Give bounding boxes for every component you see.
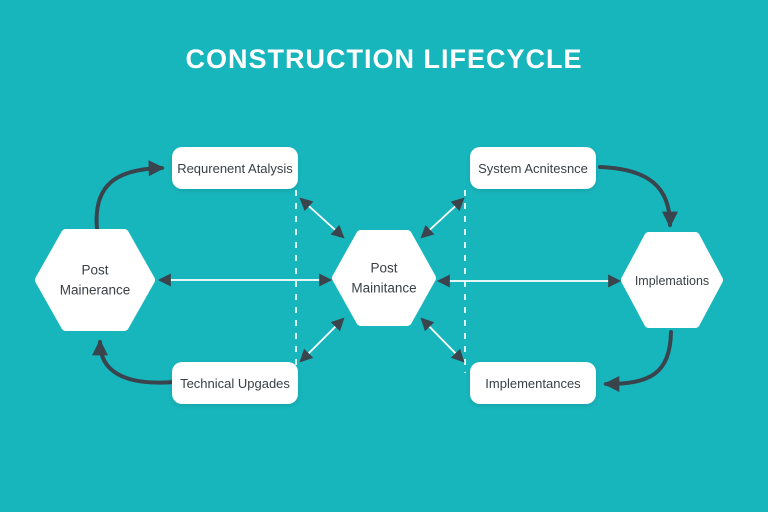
curved-arrow-toprightbox-to-righthex bbox=[598, 165, 678, 228]
diagram-title: CONSTRUCTION LIFECYCLE bbox=[185, 44, 583, 74]
hexagon-right-label: Implemations bbox=[634, 273, 710, 288]
arrow-centerhex-toprightbox bbox=[420, 197, 465, 239]
arrow-centerhex-bottomleftbox bbox=[299, 317, 345, 363]
box-top-right-label: System Acnitesnce bbox=[478, 160, 588, 176]
box-bottom-right: Implementances bbox=[470, 362, 596, 404]
curved-arrow-bottomleftbox-to-lefthex bbox=[92, 339, 176, 385]
hexagon-left-label: Post Mainerance bbox=[60, 260, 131, 299]
box-bottom-right-label: Implementances bbox=[485, 375, 581, 391]
arrow-centerhex-bottomrightbox bbox=[420, 317, 465, 363]
hexagon-left bbox=[35, 229, 155, 331]
box-top-right: System Acnitesnce bbox=[470, 147, 596, 189]
box-bottom-left-label: Technical Upgades bbox=[180, 375, 290, 391]
hexagon-right bbox=[621, 232, 723, 328]
curved-arrow-righthex-to-bottomrightbox bbox=[603, 330, 673, 392]
hexagon-left-label-line1: Post bbox=[81, 262, 109, 278]
box-top-left: Requrenent Atalysis bbox=[172, 147, 298, 189]
hexagon-center bbox=[332, 230, 436, 326]
curved-arrow-lefthex-to-topleftbox bbox=[94, 160, 165, 231]
box-bottom-left: Technical Upgades bbox=[172, 362, 298, 404]
hexagon-center-label: Post Mainitance bbox=[351, 258, 416, 297]
hexagon-center-label-line2: Mainitance bbox=[351, 280, 417, 295]
box-top-left-label: Requrenent Atalysis bbox=[177, 160, 293, 176]
arrow-centerhex-topleftbox bbox=[299, 197, 345, 239]
hexagon-left-label-line2: Mainerance bbox=[59, 282, 131, 297]
hexagon-center-label-line1: Post bbox=[370, 260, 398, 276]
